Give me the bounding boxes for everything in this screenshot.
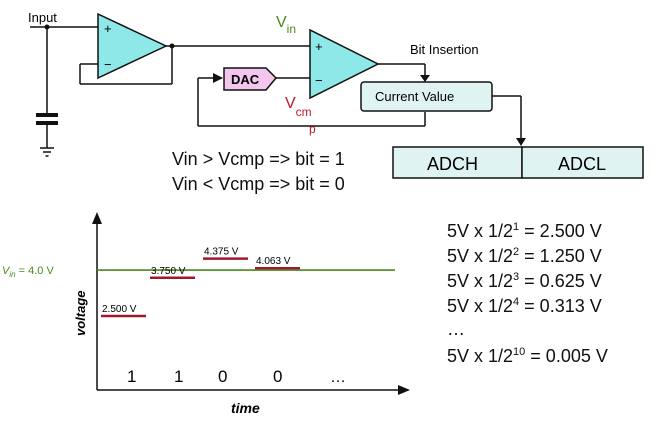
adcl-register bbox=[521, 146, 644, 179]
bit-label: 1 bbox=[127, 367, 136, 386]
step-marks: 2.500 V 3.750 V 4.375 V 4.063 V bbox=[101, 247, 300, 318]
bits-ellipsis: … bbox=[330, 369, 346, 386]
junction-dot bbox=[44, 24, 50, 30]
adch-register bbox=[392, 146, 523, 179]
bit-labels: 1 1 0 0 bbox=[127, 367, 282, 386]
current-value-label: Current Value bbox=[375, 89, 454, 104]
vin-reference-label: Vin = 4.0 V bbox=[2, 265, 54, 279]
x-axis-arrow-icon bbox=[398, 385, 410, 395]
rule-less: Vin < Vcmp => bit = 0 bbox=[172, 174, 345, 194]
comparator-plus-sign: + bbox=[315, 39, 323, 54]
adcl-label: ADCL bbox=[558, 154, 606, 174]
vin-label: Vin bbox=[276, 14, 296, 36]
step-value-label: 3.750 V bbox=[151, 266, 186, 277]
adch-label: ADCH bbox=[427, 154, 478, 174]
circuit-wires bbox=[30, 26, 522, 157]
equation-row: 5V x 1/21 = 2.500 V bbox=[447, 221, 602, 241]
dac-label: DAC bbox=[231, 72, 260, 87]
x-axis-label: time bbox=[231, 400, 260, 416]
equation-row: 5V x 1/24 = 0.313 V bbox=[447, 296, 602, 316]
buffer-plus-sign: + bbox=[104, 21, 112, 36]
current-value-register bbox=[360, 81, 493, 112]
dac-block bbox=[223, 67, 278, 91]
bit-label: 0 bbox=[218, 367, 227, 386]
comparator-minus-sign: − bbox=[315, 73, 323, 88]
buffer-minus-sign: − bbox=[104, 57, 112, 72]
vcmp-label-p: p bbox=[309, 122, 316, 136]
bit-label: 0 bbox=[273, 367, 282, 386]
equation-row: 5V x 1/23 = 0.625 V bbox=[447, 271, 602, 291]
y-axis-label: voltage bbox=[73, 290, 88, 336]
step-value-label: 4.375 V bbox=[204, 247, 239, 258]
buffer-opamp bbox=[97, 12, 168, 80]
step-value-label: 4.063 V bbox=[256, 256, 291, 267]
input-label: Input bbox=[28, 10, 57, 25]
step-value-label: 2.500 V bbox=[102, 304, 137, 315]
rule-greater: Vin > Vcmp => bit = 1 bbox=[172, 149, 345, 169]
comparator-opamp bbox=[309, 28, 380, 100]
equation-row: 5V x 1/22 = 1.250 V bbox=[447, 246, 602, 266]
capacitor-plate-bottom bbox=[36, 121, 58, 125]
junction-dot bbox=[169, 43, 175, 49]
y-axis-arrow-icon bbox=[92, 212, 102, 224]
vcmp-label: Vcm bbox=[285, 95, 312, 119]
arrow-into-register-icon bbox=[420, 75, 430, 82]
equation-row: 5V x 1/210 = 0.005 V bbox=[447, 346, 608, 366]
bit-label: 1 bbox=[174, 367, 183, 386]
arrow-into-adc-registers-icon bbox=[516, 138, 526, 146]
conversion-chart: voltage time Vin = 4.0 V 2.500 V 3.750 V 4… bbox=[2, 212, 410, 416]
equation-ellipsis: … bbox=[447, 319, 465, 339]
bit-insertion-label: Bit Insertion bbox=[410, 42, 479, 57]
capacitor-plate-top bbox=[36, 113, 58, 117]
arrow-into-dac-icon bbox=[213, 73, 223, 83]
